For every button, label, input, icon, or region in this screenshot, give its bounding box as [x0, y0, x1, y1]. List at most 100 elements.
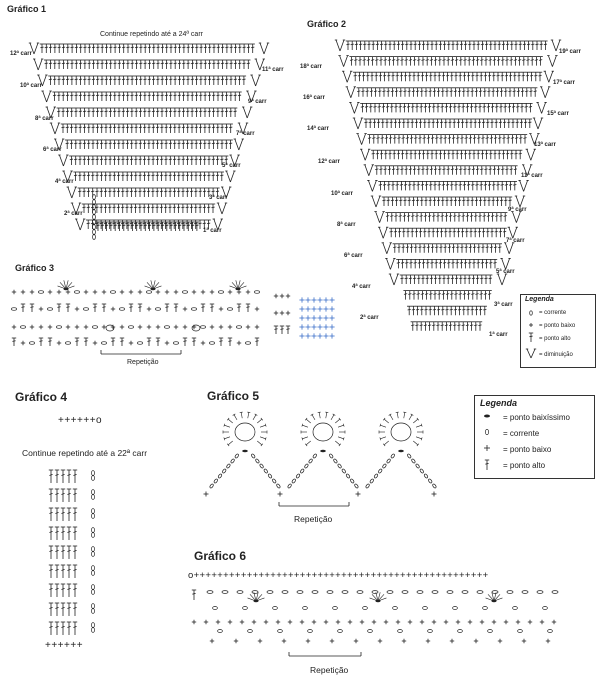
dc-symbol-bar — [406, 215, 411, 217]
dc-symbol-bar — [495, 90, 500, 92]
dc-symbol-bar — [513, 168, 518, 170]
dc-symbol-bar — [91, 126, 95, 129]
dc-symbol-bar — [494, 121, 498, 124]
dc-symbol-bar — [411, 90, 416, 92]
dc-symbol-bar — [421, 168, 425, 170]
dc-symbol-bar — [470, 90, 474, 92]
g1-row-label: 1ª carr — [203, 228, 222, 234]
dc-symbol-bar — [152, 224, 156, 227]
dc-symbol-bar — [539, 43, 543, 46]
dc-symbol-bar — [415, 308, 420, 311]
dc-symbol-bar — [210, 306, 214, 308]
dc-symbol-bar — [444, 106, 449, 108]
dc-symbol-bar — [427, 106, 432, 108]
dc-symbol-bar — [113, 94, 117, 97]
chain-symbol — [209, 341, 215, 345]
fan-stitch — [152, 280, 156, 290]
fan-stitch — [59, 282, 67, 290]
dc-symbol-bar — [394, 215, 398, 217]
dc-symbol-bar — [69, 126, 74, 129]
decrease-symbol — [505, 258, 510, 270]
chain-symbol — [255, 458, 260, 464]
chain-symbol — [242, 606, 248, 610]
dc-symbol-bar — [498, 121, 503, 124]
chain-symbol — [146, 290, 152, 294]
dc-symbol-bar — [514, 43, 518, 46]
decrease-symbol — [59, 154, 64, 167]
dc-symbol-bar — [467, 59, 471, 61]
dc-symbol-bar — [219, 340, 223, 342]
dc-symbol-bar — [117, 142, 121, 145]
chain-symbol — [234, 453, 239, 459]
dc-symbol-bar — [86, 222, 90, 225]
dc-symbol-bar — [414, 121, 419, 124]
decrease-symbol — [386, 258, 391, 270]
dc-symbol-bar — [156, 46, 160, 49]
grafico-3-repeat-label: Repetição — [127, 359, 159, 366]
dc-symbol-bar — [433, 168, 438, 170]
loop-dc — [305, 418, 311, 424]
dc-symbol-bar — [207, 94, 212, 97]
fan-stitch — [249, 594, 257, 602]
dc-symbol-bar — [405, 246, 410, 248]
dc-symbol-bar — [386, 90, 390, 92]
dc-symbol-bar — [130, 126, 134, 129]
decrease-symbol — [519, 195, 525, 208]
decrease-symbol — [226, 170, 231, 183]
chain-symbol — [245, 341, 251, 345]
dc-symbol-bar — [469, 324, 474, 326]
dc-symbol-bar — [181, 110, 186, 113]
dc-symbol-bar — [147, 142, 151, 145]
dc-symbol-bar — [82, 126, 87, 129]
loop-dc — [337, 424, 344, 428]
dc-symbol-bar — [423, 106, 428, 108]
dc-symbol-bar — [83, 78, 87, 81]
dc-symbol-bar — [462, 184, 467, 186]
dc-symbol-bar — [374, 74, 378, 77]
dc-symbol-bar — [91, 62, 96, 65]
decrease-symbol — [42, 74, 47, 87]
dc-symbol-bar — [91, 78, 96, 81]
g1-row-label: 9ª carr — [248, 99, 267, 105]
decrease-symbol — [42, 90, 47, 103]
dc-symbol-bar — [445, 199, 449, 202]
dc-symbol-bar — [173, 46, 177, 49]
dc-symbol-bar — [100, 46, 104, 49]
chain-symbol — [491, 590, 499, 594]
dc-symbol-bar — [450, 293, 454, 295]
dc-symbol-bar — [445, 293, 450, 295]
dc-symbol-bar — [435, 137, 439, 139]
loop-dc-top — [264, 423, 267, 427]
legend-item-corrente: = corrente — [503, 429, 540, 438]
loop-dc-top — [223, 437, 226, 441]
dc-symbol-bar — [152, 62, 156, 65]
dc-symbol-bar — [151, 190, 155, 193]
dc-symbol-bar — [397, 121, 402, 124]
loop-dc-top — [301, 423, 304, 427]
dc-symbol-bar — [446, 59, 450, 61]
dc-symbol-bar — [108, 206, 112, 209]
dc-symbol-bar — [425, 168, 429, 170]
dc-symbol-bar — [411, 215, 415, 217]
dc-symbol-bar — [447, 262, 451, 264]
dc-symbol-bar — [403, 184, 408, 186]
chain-symbol — [128, 325, 134, 329]
dc-symbol-bar — [501, 59, 505, 61]
dc-symbol-bar — [407, 199, 411, 202]
dc-symbol-bar — [382, 199, 386, 202]
dc-symbol-bar — [61, 531, 65, 533]
dc-symbol-bar — [358, 43, 363, 46]
dc-symbol-bar — [181, 142, 185, 145]
dc-symbol-bar — [510, 43, 514, 46]
dc-symbol-bar — [481, 246, 485, 248]
dc-symbol-bar — [507, 121, 511, 124]
dc-symbol-bar — [365, 90, 369, 92]
dc-symbol-bar — [216, 110, 220, 113]
dc-symbol-bar — [130, 78, 134, 81]
dc-symbol-bar — [176, 206, 181, 209]
dc-symbol-bar — [479, 184, 483, 186]
dc-symbol-bar — [70, 94, 74, 97]
dc-symbol-bar — [457, 199, 462, 202]
dc-symbol-bar — [178, 224, 182, 227]
decrease-symbol — [522, 164, 528, 176]
